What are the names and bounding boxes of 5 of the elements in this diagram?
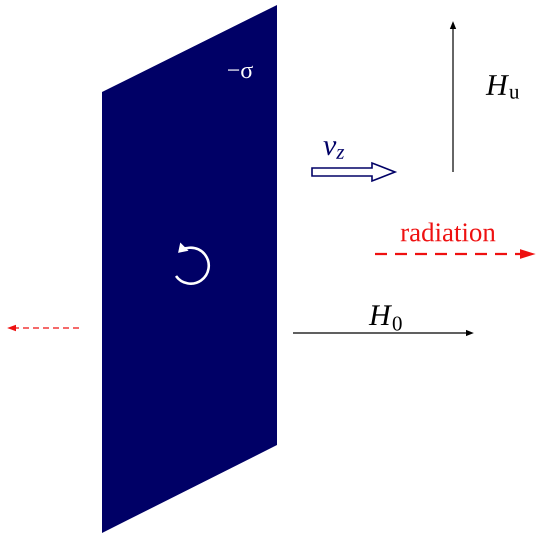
velocity-label: v$_{z}$: [323, 141, 344, 159]
charged-plate: −σ: [102, 5, 277, 533]
field-label: H$_{0}$: [368, 305, 402, 331]
field-label: H$_{u}$: [486, 75, 520, 99]
radiation-label: radiation: [400, 222, 496, 242]
